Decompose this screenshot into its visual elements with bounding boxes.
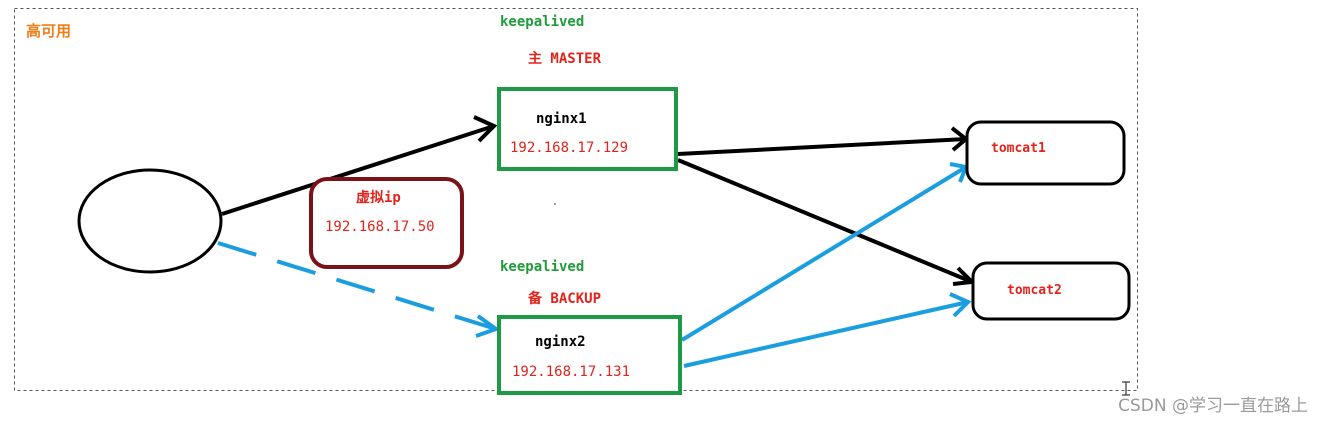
backup-role-label: 备 BACKUP	[528, 291, 602, 307]
nginx2-name: nginx2	[535, 334, 586, 350]
vip-box	[309, 177, 464, 269]
edge-nginx2-tomcat1	[680, 165, 968, 342]
tomcat1-label: tomcat1	[991, 141, 1046, 156]
nginx2-box	[497, 315, 682, 395]
arrowhead-tomcat2-blue	[949, 292, 972, 318]
edge-nginx1-tomcat1	[677, 137, 967, 156]
ha-title: 高可用	[26, 22, 72, 40]
edge-client-nginx1	[221, 124, 495, 216]
keepalived-master-label: keepalived	[500, 14, 585, 30]
keepalived-backup-label: keepalived	[500, 259, 585, 275]
csdn-watermark: CSDN @学习一直在路上	[1118, 396, 1308, 416]
tomcat1-box	[965, 120, 1126, 186]
edge-nginx1-tomcat2	[677, 158, 973, 284]
stray-dot	[554, 203, 556, 205]
edge-client-nginx2	[217, 241, 497, 331]
nginx1-ip: 192.168.17.129	[510, 140, 629, 156]
master-role-label: 主 MASTER	[528, 51, 602, 67]
client-node	[77, 168, 223, 274]
nginx1-name: nginx1	[536, 111, 587, 127]
text-cursor-icon	[1122, 381, 1130, 396]
nginx1-box	[497, 87, 678, 171]
vip-label: 虚拟ip	[356, 190, 401, 206]
edge-nginx2-tomcat2	[683, 300, 969, 368]
vip-ip: 192.168.17.50	[325, 219, 435, 235]
arrowhead-nginx1	[473, 115, 498, 143]
arrowhead-nginx2	[475, 314, 501, 338]
tomcat2-box	[971, 261, 1131, 321]
tomcat2-label: tomcat2	[1007, 283, 1062, 298]
nginx2-ip: 192.168.17.131	[512, 364, 631, 380]
